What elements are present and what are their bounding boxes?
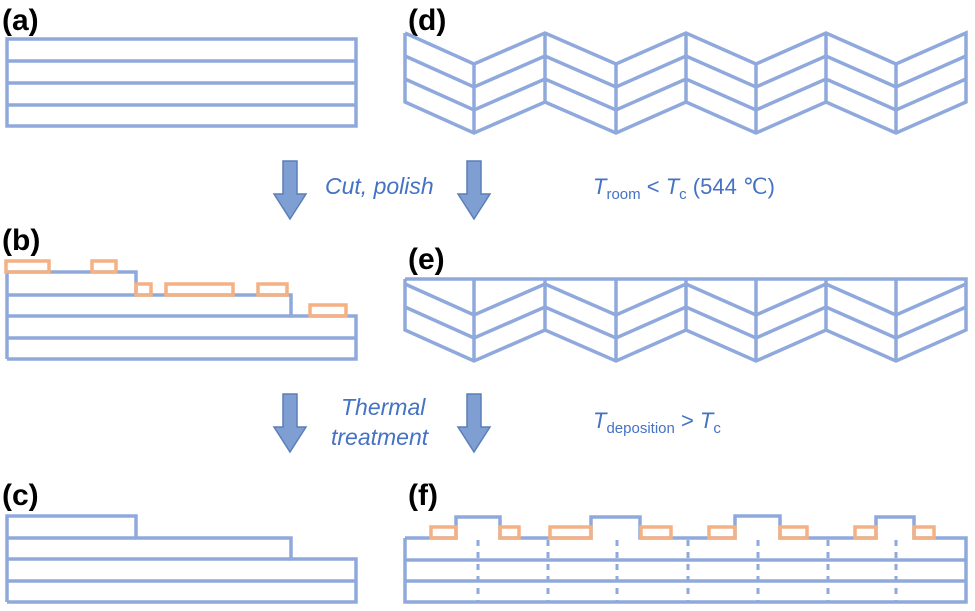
panel-f-boundaries (476, 540, 898, 602)
cond2-T1: T (593, 408, 608, 433)
down-arrow-1-left (272, 160, 308, 221)
step-label-thermal: Thermal (341, 394, 426, 420)
panel-label-d: (d) (408, 4, 446, 37)
cond1-sub1: room (606, 186, 640, 203)
panel-label-f: (f) (408, 479, 438, 512)
panel-a-layers (5, 37, 358, 128)
panel-f-layers (403, 514, 968, 604)
panel-b-deposits (4, 259, 348, 318)
cond1-tail: (544 ℃) (687, 174, 775, 199)
cond1-sub2: c (679, 186, 687, 203)
condition-deposition-temp: Tdeposition > Tc (593, 408, 721, 437)
panel-c-layers (5, 514, 358, 604)
panel-label-b: (b) (2, 224, 40, 257)
panel-label-e: (e) (408, 243, 445, 276)
cond1-op: < (641, 174, 666, 199)
step-label-treatment: treatment (331, 424, 430, 450)
cond1-T2: T (666, 174, 681, 199)
down-arrow-1-right (456, 160, 492, 221)
cond2-sub2: c (713, 420, 721, 437)
cond2-T2: T (700, 408, 715, 433)
panel-e-structure (403, 277, 968, 363)
panel-f-deposits (429, 525, 936, 540)
down-arrow-2-left (272, 393, 308, 454)
panel-d-zigzag (403, 30, 968, 135)
down-arrow-2-right (456, 393, 492, 454)
panel-label-c: (c) (2, 479, 39, 512)
step-label-cut-polish: Cut, polish (325, 173, 434, 199)
condition-room-temp: Troom < Tc (544 ℃) (593, 174, 775, 203)
cond2-sub1: deposition (606, 420, 674, 437)
cond1-T1: T (593, 174, 608, 199)
panel-label-a: (a) (2, 4, 39, 37)
cond2-op: > (675, 408, 700, 433)
